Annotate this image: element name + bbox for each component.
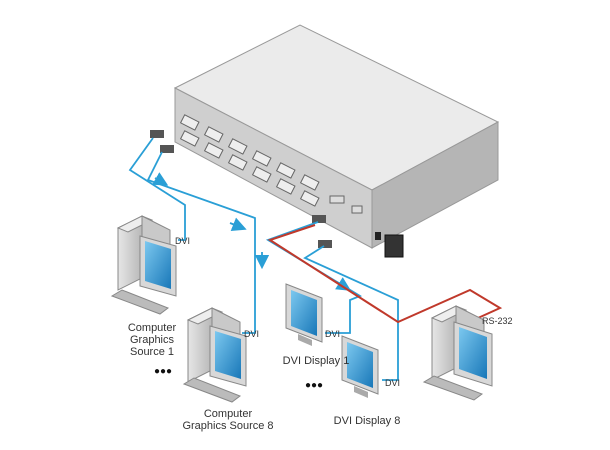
- dvi-display-8: [341, 335, 379, 398]
- dvi-input-ports: [179, 114, 320, 207]
- screen: [459, 327, 487, 379]
- rs232-cable: [267, 224, 503, 324]
- ellipsis-sources: ●●●: [154, 366, 172, 377]
- rs232-port: [329, 195, 345, 204]
- ellipsis-displays: ●●●: [305, 380, 323, 391]
- rs232-label: RS-232: [482, 316, 513, 326]
- computer-source-8: [182, 307, 247, 403]
- display8-label: DVI Display 8: [334, 415, 401, 427]
- cable-connectors: [150, 130, 332, 248]
- source1-label-line1: Computer: [128, 322, 177, 334]
- screen: [145, 241, 171, 289]
- dvi-cable-display8: [303, 245, 399, 381]
- keyboard: [422, 375, 484, 401]
- display1-label: DVI Display 1: [283, 355, 350, 367]
- dvi-label-source1: DVI: [175, 236, 190, 246]
- source1-label-line3: Source 1: [130, 346, 174, 358]
- source8-label-line1: Computer: [204, 408, 253, 420]
- ethernet-port: [351, 205, 363, 214]
- source8-label-line2: Graphics Source 8: [182, 420, 273, 432]
- keyboard: [110, 289, 170, 315]
- screen: [215, 331, 241, 379]
- dvi-label-display1: DVI: [325, 329, 340, 339]
- matrix-switcher: [150, 24, 500, 258]
- keyboard: [182, 377, 242, 403]
- dvi-label-display8: DVI: [385, 378, 400, 388]
- screen: [347, 342, 373, 388]
- dvi-label-source8: DVI: [244, 329, 259, 339]
- dvi-cable-source8: [146, 151, 256, 334]
- source1-label-line2: Graphics: [130, 334, 175, 346]
- screen: [291, 290, 317, 336]
- dvi-display-1: [285, 283, 323, 346]
- power-socket: [384, 234, 404, 258]
- dvi-cable-source1: [128, 137, 186, 241]
- power-switch: [375, 232, 381, 240]
- computer-source-1: [110, 215, 177, 315]
- controller-pc: [422, 305, 493, 401]
